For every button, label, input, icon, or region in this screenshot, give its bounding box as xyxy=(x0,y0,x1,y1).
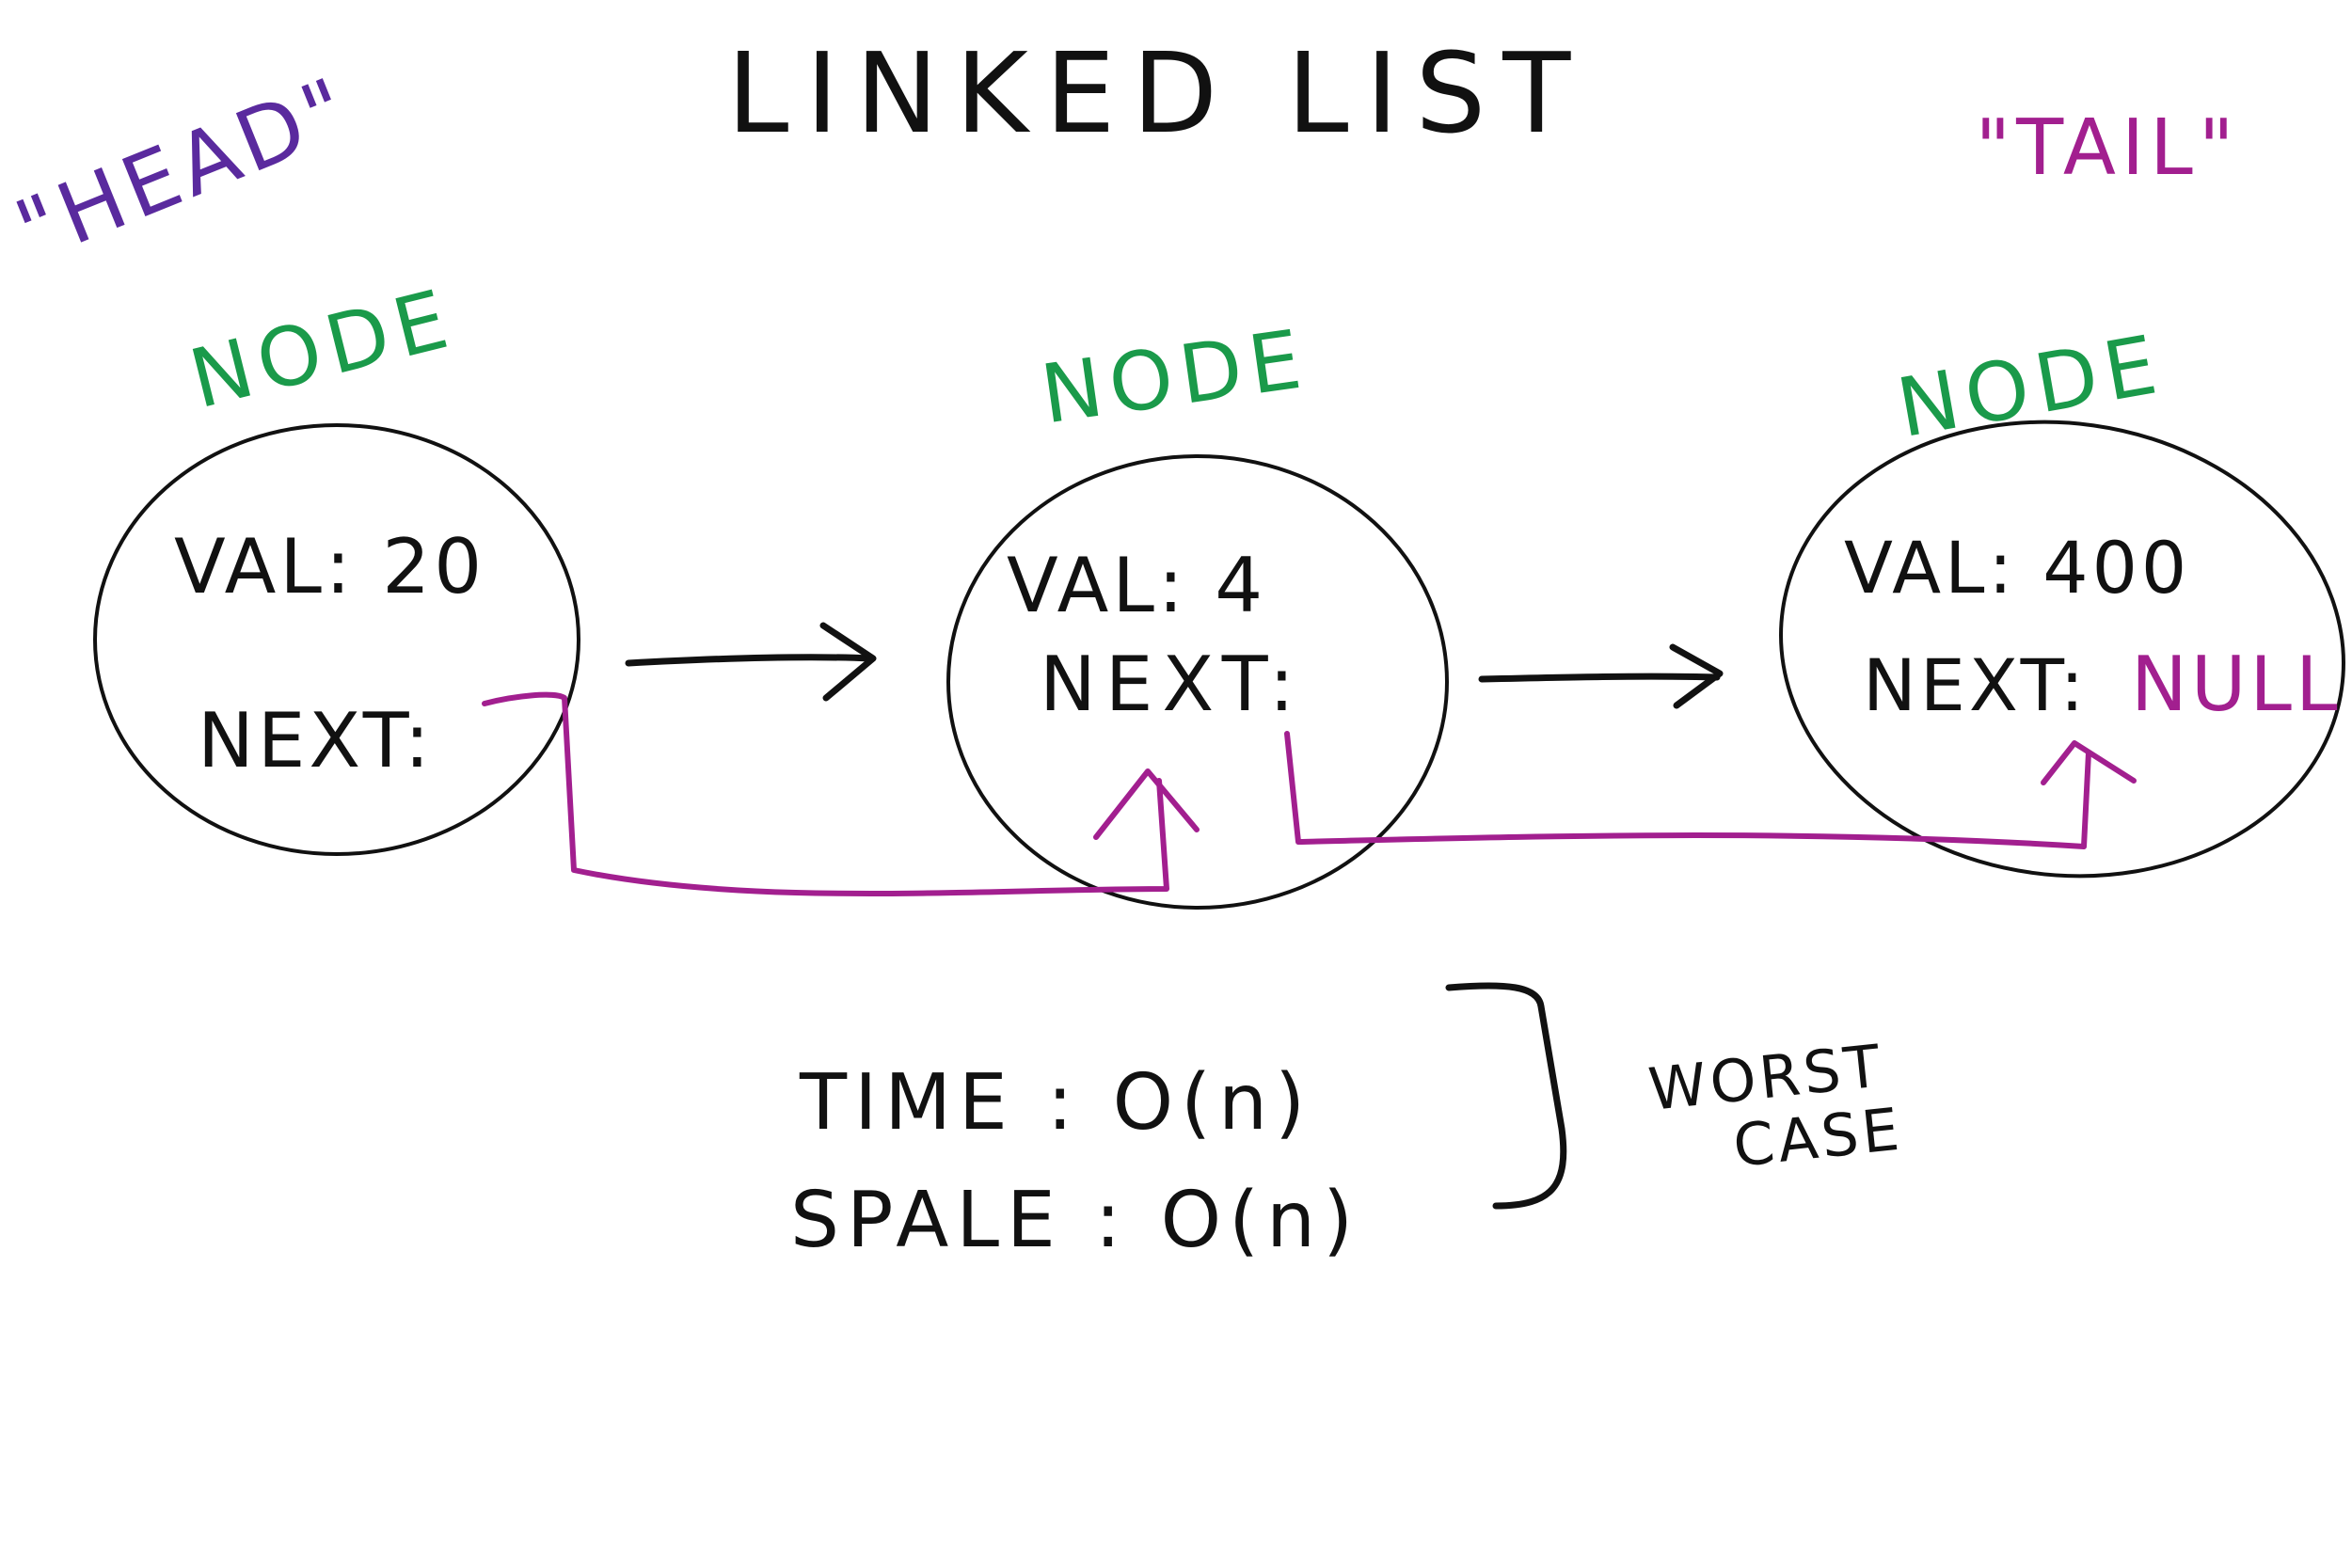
node-3-next-value: NULL xyxy=(2131,641,2342,728)
node-3-next: NEXT: xyxy=(1863,643,2088,727)
node-3-val: VAL: 400 xyxy=(1844,526,2190,610)
node-2-label: NODE xyxy=(1036,312,1314,443)
node-2-circle xyxy=(946,454,1449,910)
arrow-node1-to-node2 xyxy=(625,622,877,702)
diagram-title: LINKED LIST xyxy=(727,28,1588,158)
node-1-val: VAL: 20 xyxy=(174,523,485,610)
node-3-label: NODE xyxy=(1891,317,2171,456)
head-label: "HEAD" xyxy=(3,57,366,281)
node-2-next: NEXT: xyxy=(1040,641,1304,728)
node-1-circle xyxy=(93,423,580,856)
node-2-val: VAL: 4 xyxy=(1007,542,1266,629)
arrow-node2-to-node3 xyxy=(1478,643,1724,709)
space-complexity: SPALE : O(n) xyxy=(790,1176,1360,1265)
tail-label: "TAIL" xyxy=(1975,103,2239,193)
node-1-next: NEXT: xyxy=(198,697,434,784)
pointer-node2-to-node3 xyxy=(1284,731,2137,849)
node-3-circle xyxy=(1779,420,2345,879)
time-complexity: TIME : O(n) xyxy=(799,1058,1312,1148)
node-1-label: NODE xyxy=(182,271,464,427)
pointer-node1-to-node2 xyxy=(482,691,1200,896)
bracket xyxy=(1445,982,1567,1210)
